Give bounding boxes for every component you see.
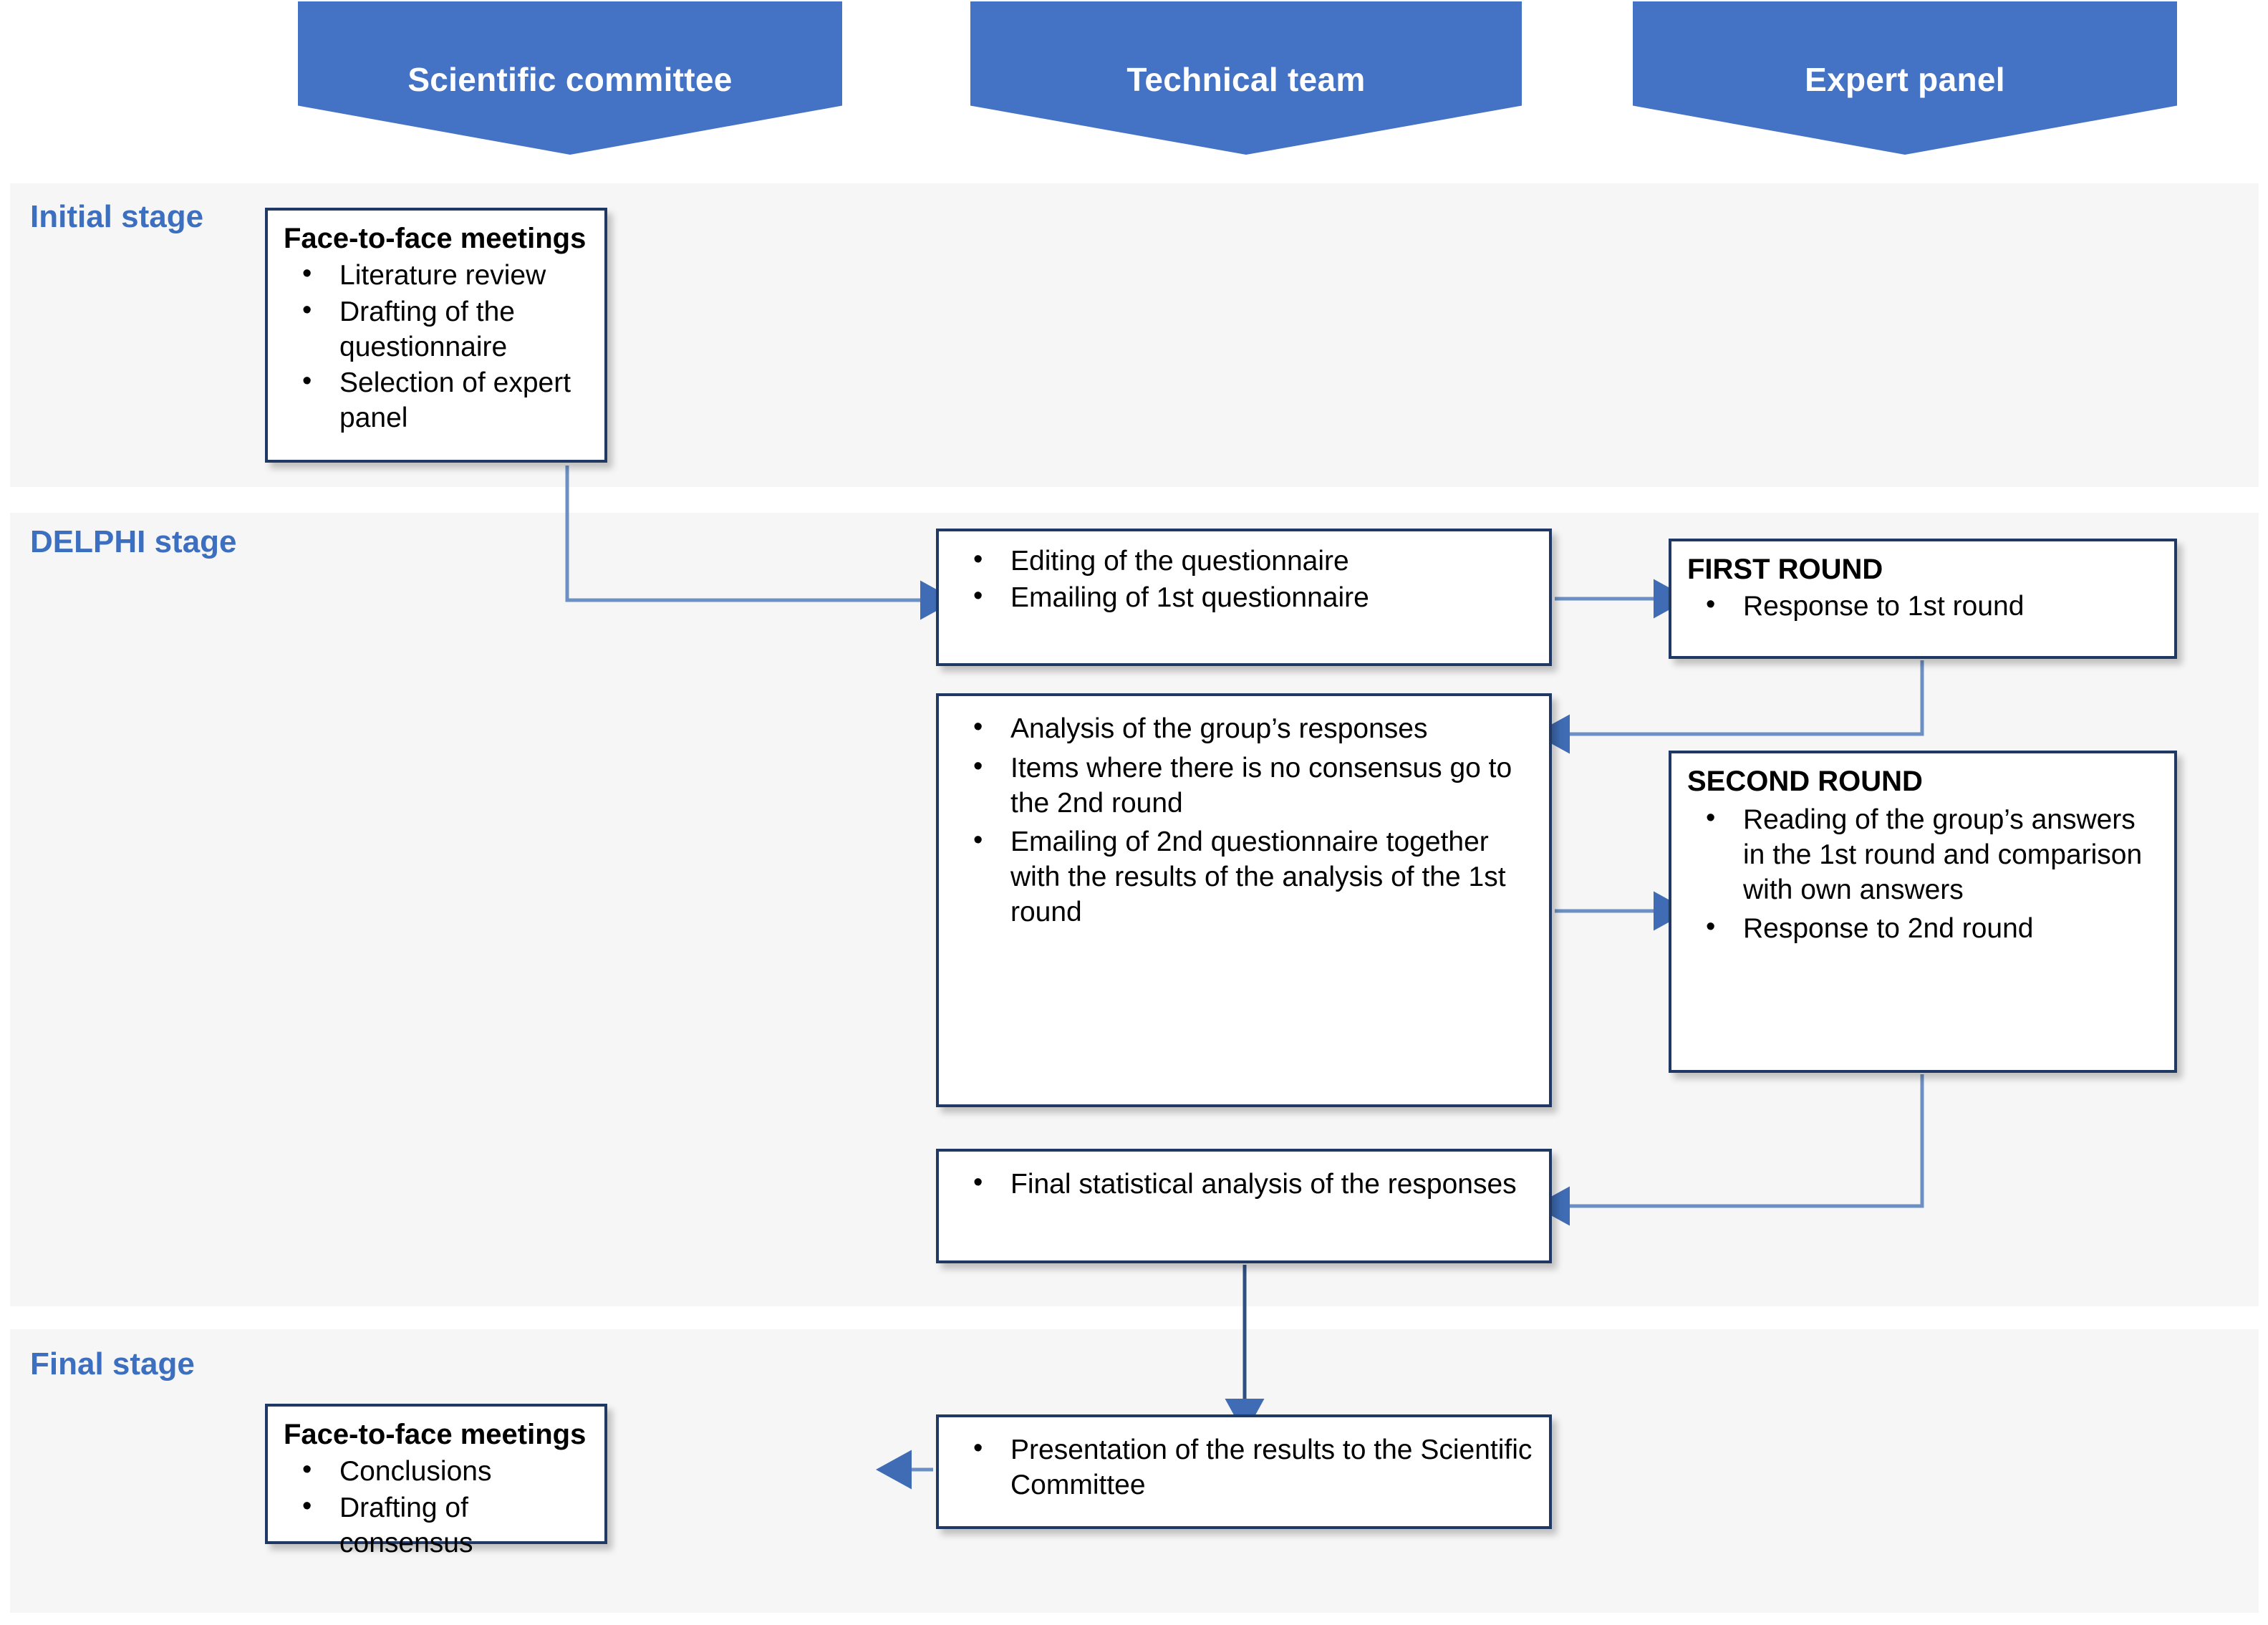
bullet-item: Presentation of the results to the Scien… — [955, 1432, 1533, 1503]
bullet-item: Response to 2nd round — [1687, 910, 2158, 947]
stage-label-initial: Initial stage — [30, 199, 204, 234]
box-initial-face-to-face-meetings[interactable]: Face-to-face meetings Literature review … — [265, 208, 607, 463]
bullet-item: Literature review — [284, 257, 589, 294]
box-final-face-to-face-meetings[interactable]: Face-to-face meetings Conclusions Drafti… — [265, 1404, 607, 1558]
box-final-statistical-analysis[interactable]: Final statistical analysis of the respon… — [936, 1149, 1552, 1263]
bullet-item: Editing of the questionnaire — [955, 543, 1533, 579]
box-bullet-list: Analysis of the group’s responses Items … — [955, 710, 1533, 930]
lane-header-expert-panel: Expert panel — [1633, 1, 2177, 155]
box-title: Face-to-face meetings — [284, 223, 587, 254]
bullet-item: Reading of the group’s answers in the 1s… — [1687, 801, 2158, 907]
bullet-item: Drafting of consensus — [284, 1490, 589, 1561]
bullet-item: Items where there is no consensus go to … — [955, 750, 1533, 821]
box-second-round[interactable]: SECOND ROUND Reading of the group’s answ… — [1669, 751, 2177, 1073]
box-analysis-of-responses[interactable]: Analysis of the group’s responses Items … — [936, 693, 1552, 1107]
box-title: Face-to-face meetings — [284, 1419, 587, 1450]
box-bullet-list: Presentation of the results to the Scien… — [955, 1432, 1533, 1503]
box-first-round[interactable]: FIRST ROUND Response to 1st round — [1669, 539, 2177, 659]
box-bullet-list: Final statistical analysis of the respon… — [955, 1166, 1533, 1202]
box-presentation-of-results[interactable]: Presentation of the results to the Scien… — [936, 1414, 1552, 1529]
box-title: SECOND ROUND — [1687, 766, 1923, 797]
bullet-item: Emailing of 2nd questionnaire together w… — [955, 824, 1533, 930]
bullet-item: Analysis of the group’s responses — [955, 710, 1533, 747]
lane-header-label: Scientific committee — [407, 61, 733, 98]
stage-label-delphi: DELPHI stage — [30, 524, 237, 559]
lane-header-label: Expert panel — [1805, 61, 2005, 98]
bullet-item: Conclusions — [284, 1453, 589, 1490]
box-bullet-list: Editing of the questionnaire Emailing of… — [955, 543, 1533, 616]
box-edit-questionnaire[interactable]: Editing of the questionnaire Emailing of… — [936, 529, 1552, 666]
lane-header-scientific-committee: Scientific committee — [298, 1, 842, 155]
box-bullet-list: Response to 1st round — [1687, 588, 2158, 625]
box-bullet-list: Literature review Drafting of the questi… — [284, 257, 589, 436]
box-bullet-list: Reading of the group’s answers in the 1s… — [1687, 801, 2158, 947]
bullet-item: Emailing of 1st questionnaire — [955, 579, 1533, 616]
box-bullet-list: Conclusions Drafting of consensus — [284, 1453, 589, 1561]
bullet-item: Response to 1st round — [1687, 588, 2158, 625]
bullet-item: Selection of expert panel — [284, 365, 589, 436]
bullet-item: Drafting of the questionnaire — [284, 294, 589, 365]
stage-label-final: Final stage — [30, 1346, 195, 1382]
lane-header-technical-team: Technical team — [970, 1, 1522, 155]
bullet-item: Final statistical analysis of the respon… — [955, 1166, 1533, 1202]
lane-header-label: Technical team — [1126, 61, 1366, 98]
box-title: FIRST ROUND — [1687, 554, 1883, 585]
